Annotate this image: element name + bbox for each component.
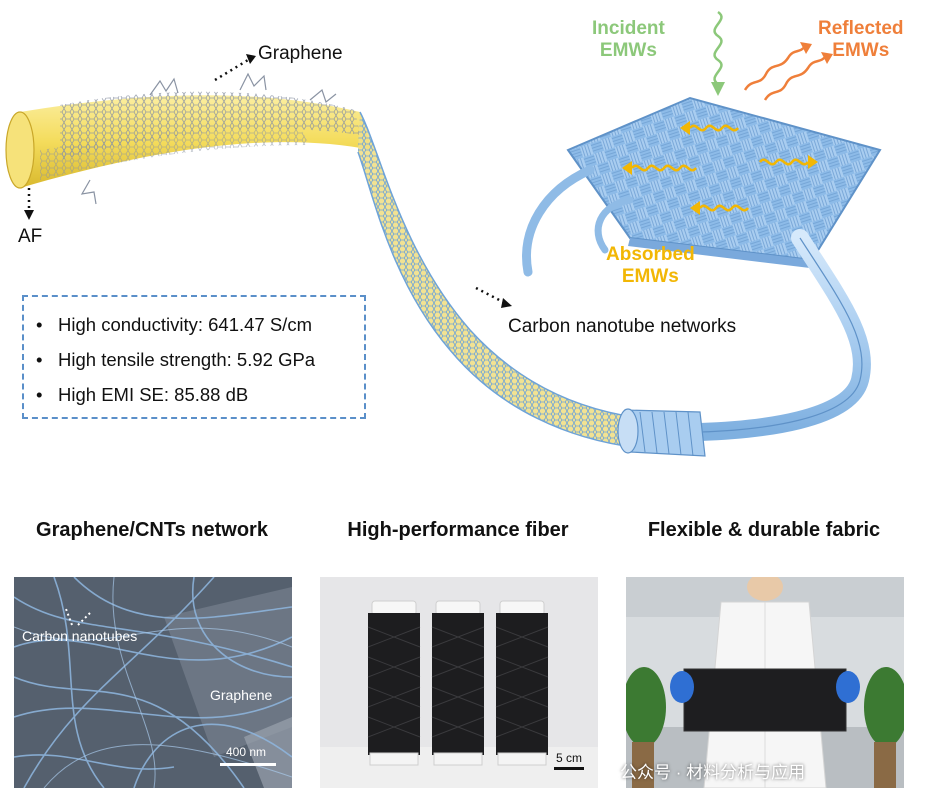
overlay-graphene: Graphene [210,687,273,703]
property-emi-se: High EMI SE: 85.88 dB [58,384,249,405]
absorbed-line2: EMWs [621,266,679,287]
absorbed-arrowheads [622,121,818,215]
reflected-line1: Reflected [818,18,904,39]
loose-fiber-2 [594,196,634,254]
glove-left [670,671,694,703]
incident-line1: Incident [592,18,665,39]
pointer-arrows [27,58,506,305]
scale-bar-400nm: 400 nm [226,745,267,759]
spools [320,577,598,788]
plant-left [626,667,666,788]
fabric-sheet [566,96,882,268]
overlay-carbon-nanotubes: Carbon nanotubes [22,628,138,644]
fabric-photo [626,577,904,788]
property-item: •High conductivity: 641.47 S/cm [36,314,312,335]
absorbed-line1: Absorbed [606,244,695,265]
watermark: 公众号 · 材料分析与应用 [598,758,805,783]
plant-right [864,667,904,788]
fabric-scene [626,577,904,788]
panel-title-fiber: High-performance fiber [347,519,569,541]
glove-right [836,671,860,703]
schematic-diagram [5,10,882,457]
reflected-waves [743,42,833,101]
property-item: •High tensile strength: 5.92 GPa [36,349,316,370]
reflected-emws-label: Reflected EMWs [818,18,904,62]
fiber-core [5,72,372,205]
properties-list: •High conductivity: 641.47 S/cm •High te… [24,297,364,412]
fiber-spools-photo: 5 cm [320,577,598,788]
spool-3 [495,600,549,766]
panel-title-fabric: Flexible & durable fabric [647,519,881,541]
spool-2 [431,600,485,766]
incident-line2: EMWs [599,40,657,61]
reflected-line2: EMWs [832,40,890,61]
af-label: AF [18,226,43,247]
loose-fiber-1 [522,165,595,277]
property-tensile-strength: High tensile strength: 5.92 GPa [58,349,316,370]
absorbed-waves [631,124,809,212]
rope-end [617,408,706,457]
wechat-icon [598,766,616,781]
sem-image: Carbon nanotubes Graphene 400 nm [14,577,292,788]
incident-emws-label: Incident EMWs [592,18,665,62]
watermark-text: 公众号 · 材料分析与应用 [620,763,806,782]
incident-wave [713,10,723,86]
property-item: •High EMI SE: 85.88 dB [36,384,249,405]
properties-box: •High conductivity: 641.47 S/cm •High te… [22,295,366,419]
graphene-label: Graphene [258,43,343,64]
cnt-networks-label: Carbon nanotube networks [508,316,737,337]
panel-title-network: Graphene/CNTs network [36,519,268,541]
sem-fibers [14,577,292,788]
black-fabric [684,669,846,731]
spool-1 [367,600,421,766]
absorbed-emws-label: Absorbed EMWs [606,244,695,288]
scale-bar-5cm: 5 cm [556,751,583,765]
fiber-cnt-section [357,111,641,449]
property-conductivity: High conductivity: 641.47 S/cm [58,314,312,335]
